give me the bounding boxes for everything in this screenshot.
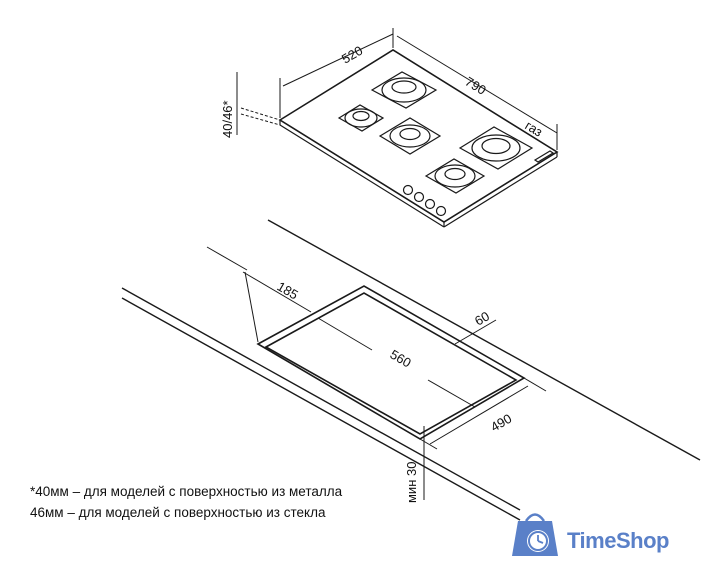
control-knobs bbox=[402, 184, 447, 217]
dim-label-hob-height: 40/46* bbox=[220, 100, 235, 138]
note-metal-surface: *40мм – для моделей с поверхностью из ме… bbox=[30, 484, 343, 499]
dim-label-offset-back: 60 bbox=[472, 308, 492, 328]
burner-back-center bbox=[370, 71, 438, 109]
hob-drawing bbox=[278, 49, 559, 228]
gas-connector bbox=[533, 150, 555, 163]
dim-label-hob-width: 790 bbox=[462, 74, 488, 98]
note-glass-surface: 46мм – для моделей с поверхностью из сте… bbox=[30, 505, 326, 520]
countertop-dimension-lines bbox=[206, 246, 547, 500]
burner-back-left bbox=[337, 104, 385, 132]
burner-right-wok bbox=[458, 126, 534, 170]
hob-dimension-lines bbox=[236, 28, 558, 150]
dim-label-cutout-depth: 490 bbox=[488, 411, 514, 435]
brand-name: TimeShop bbox=[567, 528, 669, 553]
dim-label-hob-depth: 520 bbox=[339, 43, 365, 67]
timeshop-logo-icon bbox=[512, 513, 558, 556]
dim-label-offset-front: 185 bbox=[275, 279, 301, 303]
countertop-drawing bbox=[121, 219, 701, 521]
dim-label-min-thickness: мин 30 bbox=[404, 462, 419, 503]
burner-front bbox=[424, 158, 486, 194]
burner-center bbox=[378, 117, 442, 155]
dim-label-cutout-length: 560 bbox=[388, 347, 414, 371]
dim-label-gas: газ bbox=[522, 118, 545, 140]
hob-top-surface bbox=[278, 49, 559, 223]
